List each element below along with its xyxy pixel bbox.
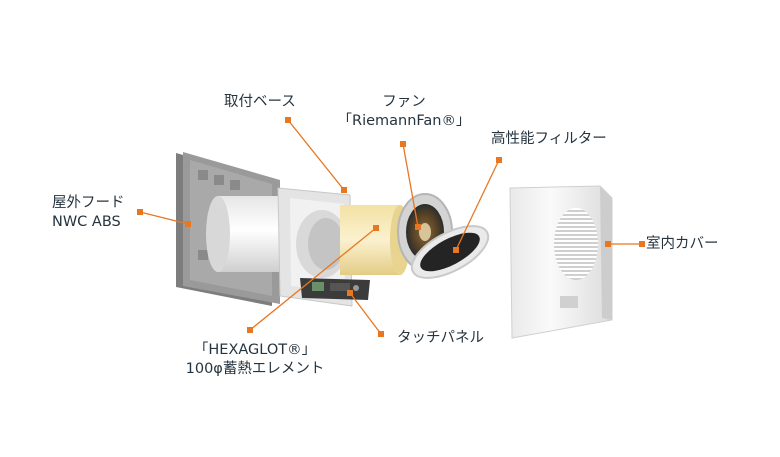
label-mount-base: 取付ベース xyxy=(224,93,296,112)
leader-lines xyxy=(137,117,645,337)
label-fan-line1: ファン xyxy=(382,94,426,110)
label-outdoor-hood-line1: 屋外フード xyxy=(52,195,125,211)
leader-filter-dot xyxy=(496,157,502,163)
label-outdoor-hood-line2: NWC ABS xyxy=(52,214,121,230)
label-filter: 高性能フィルター xyxy=(491,130,607,149)
leader-mount-base-dot-end xyxy=(341,187,347,193)
leader-touch-panel-dot xyxy=(347,290,353,296)
leader-touch-panel xyxy=(349,292,382,335)
label-fan: ファン 「RiemannFan®」 xyxy=(334,93,474,131)
filter-part xyxy=(410,225,490,279)
label-heat-element-line1: 「HEXAGLOT®」 xyxy=(193,342,317,358)
leader-outdoor-hood xyxy=(139,211,189,225)
label-touch-panel: タッチパネル xyxy=(397,329,484,348)
label-filter-text: 高性能フィルター xyxy=(491,131,607,147)
leader-fan-dot xyxy=(400,141,406,147)
leader-outdoor-hood-dot-end xyxy=(185,221,191,227)
leader-indoor-cover-dot xyxy=(605,241,611,247)
leader-outdoor-hood-dot xyxy=(137,209,143,215)
leader-touch-panel-dot-end xyxy=(378,331,384,337)
label-indoor-cover-text: 室内カバー xyxy=(646,236,719,252)
leader-filter xyxy=(455,159,500,251)
leader-filter-dot-end xyxy=(453,247,459,253)
label-indoor-cover: 室内カバー xyxy=(646,235,719,254)
label-outdoor-hood: 屋外フード NWC ABS xyxy=(52,194,125,232)
leader-indoor-cover-dot-end xyxy=(639,241,645,247)
leader-fan xyxy=(402,143,419,228)
indoor-cover-part xyxy=(509,185,613,339)
label-fan-line2: 「RiemannFan®」 xyxy=(337,113,471,129)
label-mount-base-text: 取付ベース xyxy=(224,94,296,110)
leader-heat-element xyxy=(249,227,377,331)
label-heat-element-line2: 100φ蓄熱エレメント xyxy=(185,361,325,377)
leader-heat-element-dot xyxy=(247,327,253,333)
label-touch-panel-text: タッチパネル xyxy=(397,330,484,346)
label-heat-element: 「HEXAGLOT®」 100φ蓄熱エレメント xyxy=(170,341,340,379)
leader-mount-base xyxy=(287,119,345,191)
leader-mount-base-dot xyxy=(285,117,291,123)
leader-fan-dot-end xyxy=(415,224,421,230)
leader-heat-element-dot-end xyxy=(373,225,379,231)
